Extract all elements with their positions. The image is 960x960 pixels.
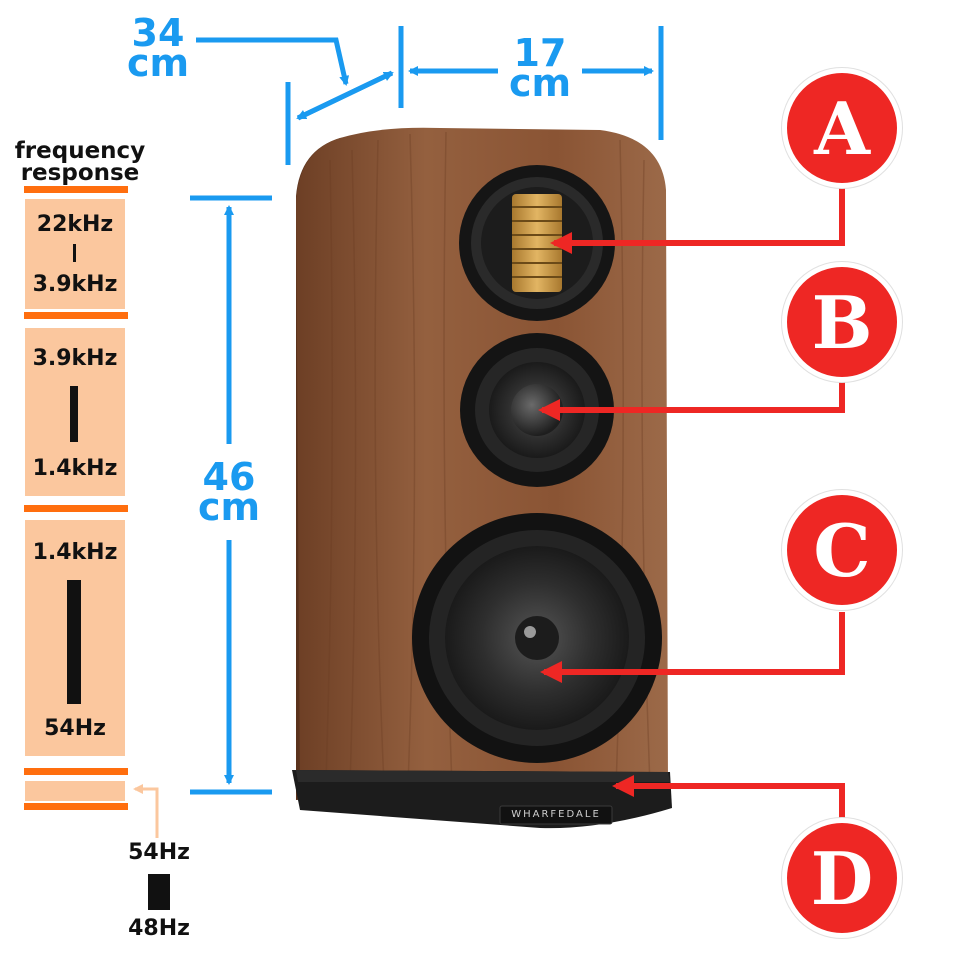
leader-D [612, 775, 845, 818]
plinth-bar [148, 874, 170, 910]
midrange-band-top: 3.9kHz [32, 346, 118, 371]
plinth-bottom: 48Hz [128, 916, 190, 941]
band-divider-2 [24, 312, 128, 319]
brand-logo: WHARFEDALE [511, 809, 601, 820]
tweeter-band-bottom: 3.9kHz [32, 272, 118, 297]
band-divider-4 [24, 768, 128, 775]
depth-value: 34 [131, 11, 185, 55]
width-value: 17 [513, 31, 567, 75]
ribbon-tweeter [512, 194, 562, 292]
callout-letter-C: C [813, 507, 871, 593]
callout-badge-C: C [782, 490, 902, 610]
callout-letter-D: D [810, 835, 874, 921]
band-divider-3 [24, 505, 128, 512]
callout-letter-B: B [811, 279, 873, 365]
bass-band-bar [67, 580, 81, 704]
leader-C [540, 612, 845, 683]
band-divider-5 [24, 803, 128, 810]
midrange-band-bottom: 1.4kHz [32, 456, 118, 481]
height-value: 46 [202, 455, 256, 499]
plinth-band [25, 781, 125, 801]
midrange-band-bar [70, 386, 78, 442]
depth-leader [196, 37, 350, 86]
leader-B [538, 382, 845, 421]
tweeter-band-top: 22kHz [36, 212, 114, 237]
callout-badge-A: A [782, 68, 902, 188]
brand-plate [499, 805, 613, 825]
height-unit: cm [197, 485, 261, 529]
depth-unit: cm [126, 41, 190, 85]
bass-band-bottom: 54Hz [44, 716, 106, 741]
bass-band-top: 1.4kHz [32, 540, 118, 565]
tweeter-band-bar [73, 244, 76, 262]
depth-label: 34 cm [118, 11, 198, 85]
frequency-title-line2: response [20, 160, 140, 186]
width-unit: cm [508, 61, 572, 105]
width-label: 17 cm [498, 31, 582, 105]
callout-badge-D: D [782, 818, 902, 938]
frequency-title-line1: frequency [14, 138, 146, 164]
leader-A [550, 185, 845, 254]
callout-letter-A: A [814, 85, 870, 171]
height-label: 46 cm [184, 455, 274, 529]
frequency-response-title: frequency response [8, 138, 152, 186]
callout-badge-B: B [782, 262, 902, 382]
plinth-top: 54Hz [128, 840, 190, 865]
depth-arrow-back [296, 70, 394, 121]
band-divider-1 [24, 186, 128, 193]
